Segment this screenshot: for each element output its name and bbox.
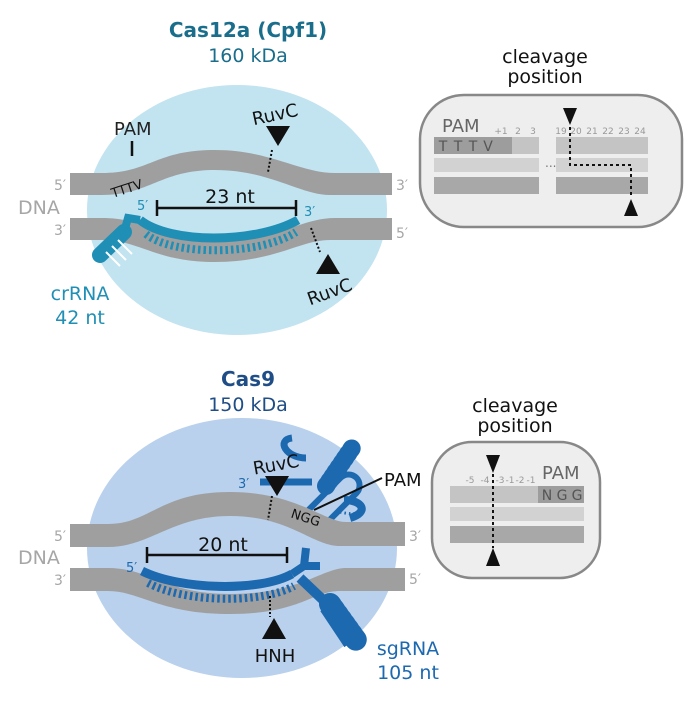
cas9-box-pos-2: -4 xyxy=(481,476,490,486)
cas12a-dna-top-strand xyxy=(70,150,392,195)
cas9-box-pos-4: -1 xyxy=(506,476,515,486)
cas12a-panel: Cas12a (Cpf1) 160 kDa DNA 5′ 3′ 3′ 5′ PA… xyxy=(18,18,684,335)
cas9-box-pos-6: -1 xyxy=(527,476,536,486)
cas9-title: Cas9 xyxy=(221,367,275,391)
cas12a-box-pam-t1: T xyxy=(438,139,448,155)
cas12a-ruvc-top-arrow xyxy=(266,126,290,146)
cas12a-box-pos-22: 22 xyxy=(602,127,613,137)
cas12a-top-3prime: 3′ xyxy=(396,178,408,194)
cas9-ruvc-arrow xyxy=(265,476,289,496)
cas12a-rna-length: 42 nt xyxy=(55,307,105,329)
cas12a-box-pam-v: V xyxy=(483,139,493,155)
cas12a-box-pos-21: 21 xyxy=(586,127,597,137)
cas9-pam-label: PAM xyxy=(384,470,422,491)
cas9-box-pam-n: N xyxy=(542,488,552,504)
cas12a-top-5prime: 5′ xyxy=(54,178,66,194)
cas12a-crrna-3prime: 3′ xyxy=(304,205,315,220)
cas9-bottom-5prime: 5′ xyxy=(409,572,421,588)
cas9-sgrna-lower-stem xyxy=(296,574,367,651)
cas9-panel: Cas9 150 kDa DNA 5′ 3′ 3′ 5′ xyxy=(18,367,602,684)
cas12a-box-ellipsis: ... xyxy=(545,156,556,170)
cas12a-box-pam: PAM xyxy=(442,116,480,137)
cas12a-box-pos-1: +1 xyxy=(494,127,507,137)
cas9-top-3prime: 3′ xyxy=(409,529,421,545)
cas12a-bottom-3prime: 3′ xyxy=(54,223,66,239)
cas12a-box-pos-20: 20 xyxy=(570,127,582,137)
cas12a-ruvc-bottom-arrow xyxy=(316,254,340,274)
cas12a-box-pos-2: 2 xyxy=(515,127,521,137)
cas9-box-blocks xyxy=(450,486,584,543)
cas9-sgrna-spacer xyxy=(139,547,320,603)
cas9-box-pam: PAM xyxy=(542,463,580,484)
cas12a-box-pos-23: 23 xyxy=(618,127,629,137)
cas12a-box-pos-3: 3 xyxy=(530,127,536,137)
cas9-box-pos-3: -3 xyxy=(496,476,505,486)
cas9-dna-top-strand xyxy=(70,492,405,547)
cas12a-box-pos-24: 24 xyxy=(634,127,646,137)
cas12a-bottom-5prime: 5′ xyxy=(396,226,408,242)
cas9-box-pam-g2: G xyxy=(572,488,583,504)
cas9-cleavage-title-2: position xyxy=(477,415,552,437)
cas9-box-pos-1: -5 xyxy=(466,476,475,486)
cas12a-box-bottom-arrow xyxy=(624,199,638,216)
cas12a-cleavage-title-2: position xyxy=(507,66,582,88)
cas9-pam-pointer xyxy=(313,477,383,511)
cas12a-box-cut-line xyxy=(569,127,632,197)
cas9-cut-top xyxy=(267,495,273,521)
cas12a-box-top-arrow xyxy=(563,108,577,125)
cas9-mass: 150 kDa xyxy=(208,394,288,416)
cas9-cleavage-title-1: cleavage xyxy=(472,395,558,417)
cas9-sgrna-5prime: 5′ xyxy=(126,561,137,576)
cas12a-box-pam-t3: T xyxy=(468,139,478,155)
cas9-hnh-arrow xyxy=(262,618,286,639)
cas12a-dna-label: DNA xyxy=(18,197,60,219)
cas12a-mass: 160 kDa xyxy=(208,45,288,67)
cas9-rna-name: sgRNA xyxy=(377,638,439,660)
cas12a-title: Cas12a (Cpf1) xyxy=(169,18,327,42)
cas9-box-pos-5: -2 xyxy=(516,476,525,486)
cas12a-crrna-5prime: 5′ xyxy=(137,199,148,214)
cas9-rna-length: 105 nt xyxy=(377,662,439,684)
cas12a-protein-body xyxy=(87,85,387,335)
cas12a-crrna xyxy=(92,213,301,267)
cas12a-length-label: 23 nt xyxy=(205,186,255,208)
cas9-box-pam-g1: G xyxy=(557,488,568,504)
cas12a-box-blocks xyxy=(434,137,648,194)
cas12a-rna-name: crRNA xyxy=(51,283,110,305)
cas12a-cut-bottom xyxy=(310,227,321,253)
cas12a-box-pos-19: 19 xyxy=(555,127,567,137)
cas9-box-top-arrow xyxy=(486,455,500,473)
cas9-box-bottom-arrow xyxy=(486,548,500,566)
cas12a-pam-label: PAM xyxy=(114,119,152,140)
cas12a-cleavage-title-1: cleavage xyxy=(502,46,588,68)
cas9-top-5prime: 5′ xyxy=(54,529,66,545)
cas9-length-label: 20 nt xyxy=(198,534,248,556)
cas9-bottom-3prime: 3′ xyxy=(54,573,66,589)
cas9-sgrna-3prime: 3′ xyxy=(238,477,249,492)
cas9-dna-label: DNA xyxy=(18,547,60,569)
cas9-hnh-label: HNH xyxy=(255,646,296,667)
cas12a-box-pam-t2: T xyxy=(453,139,463,155)
